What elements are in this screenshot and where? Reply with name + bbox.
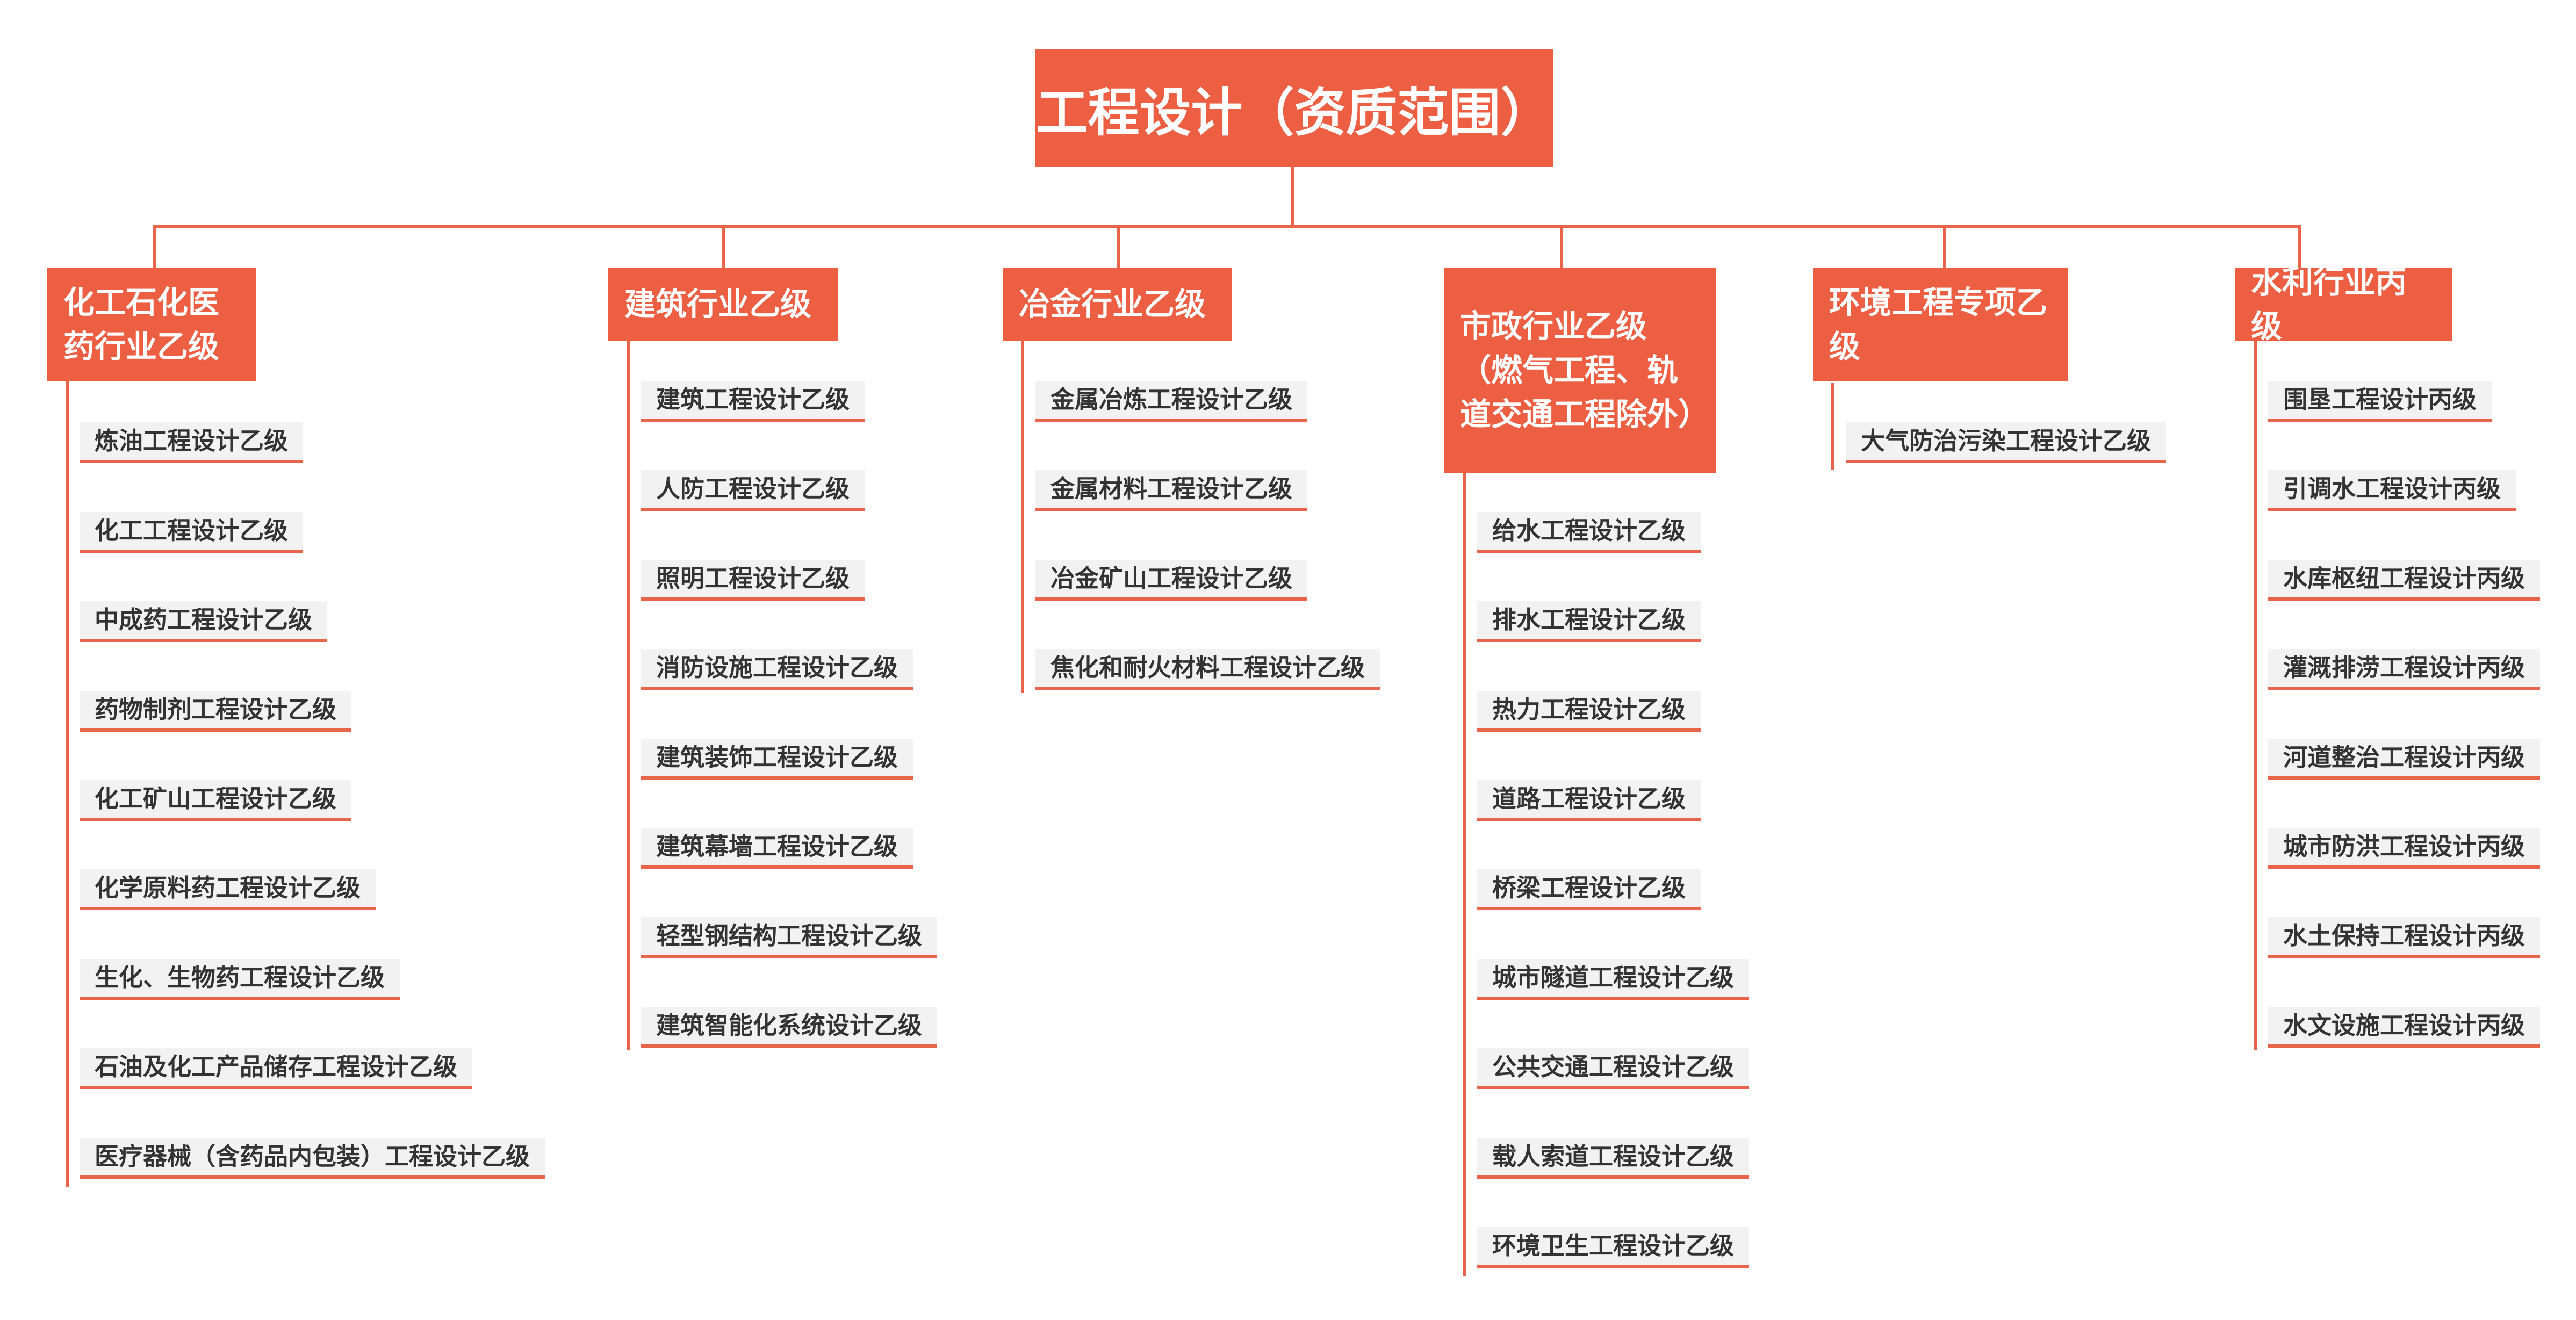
list-item: 化工矿山工程设计乙级 [80,780,352,821]
list-item: 建筑工程设计乙级 [641,381,865,422]
list-item: 照明工程设计乙级 [641,560,865,601]
branch-line-1 [66,381,69,1187]
list-item: 冶金矿山工程设计乙级 [1035,560,1308,601]
category-header-municipal: 市政行业乙级（燃气工程、轨道交通工程除外） [1444,268,1716,473]
list-item: 轻型钢结构工程设计乙级 [641,917,938,958]
category-label: 环境工程专项乙级 [1829,284,2048,365]
list-item: 桥梁工程设计乙级 [1477,869,1701,910]
list-item: 金属材料工程设计乙级 [1035,470,1308,511]
list-item: 消防设施工程设计乙级 [641,649,913,690]
category-header-chemical: 化工石化医药行业乙级 [47,268,256,381]
list-item: 公共交通工程设计乙级 [1477,1048,1750,1089]
category-label: 化工石化医药行业乙级 [63,284,220,365]
list-item: 热力工程设计乙级 [1477,691,1701,732]
horizontal-bus-line [153,225,2301,228]
category-label: 建筑行业乙级 [624,286,812,322]
list-item: 人防工程设计乙级 [641,470,865,511]
category-label: 市政行业乙级（燃气工程、轨道交通工程除外） [1460,308,1710,432]
list-item: 水库枢纽工程设计丙级 [2268,560,2541,601]
cat-stem-line-4 [1560,225,1563,268]
list-item: 医疗器械（含药品内包装）工程设计乙级 [80,1138,545,1179]
list-item: 生化、生物药工程设计乙级 [80,959,400,1000]
root-stem-line [1291,167,1294,226]
category-header-environment: 环境工程专项乙级 [1813,268,2068,381]
list-item: 围垦工程设计丙级 [2268,381,2492,422]
branch-line-3 [1021,341,1024,693]
branch-line-2 [627,341,630,1050]
category-label: 冶金行业乙级 [1019,286,1206,322]
list-item: 排水工程设计乙级 [1477,601,1701,642]
list-item: 河道整治工程设计丙级 [2268,739,2541,780]
cat-stem-line-5 [1943,225,1946,268]
list-item: 石油及化工产品储存工程设计乙级 [80,1048,473,1089]
cat-stem-line-2 [722,225,725,268]
list-item: 化工工程设计乙级 [80,512,304,553]
list-item: 给水工程设计乙级 [1477,512,1701,553]
cat-stem-line-3 [1117,225,1120,268]
root-title: 工程设计（资质范围） [1035,49,1553,167]
list-item: 载人索道工程设计乙级 [1477,1138,1750,1179]
list-item: 城市隧道工程设计乙级 [1477,959,1750,1000]
list-item: 环境卫生工程设计乙级 [1477,1227,1750,1268]
list-item: 焦化和耐火材料工程设计乙级 [1035,649,1380,690]
list-item: 金属冶炼工程设计乙级 [1035,381,1308,422]
list-item: 道路工程设计乙级 [1477,780,1701,821]
list-item: 水文设施工程设计丙级 [2268,1007,2541,1048]
branch-line-6 [2254,341,2257,1050]
list-item: 化学原料药工程设计乙级 [80,869,376,910]
list-item: 药物制剂工程设计乙级 [80,691,352,732]
category-header-metallurgy: 冶金行业乙级 [1003,268,1232,341]
cat-stem-line-6 [2298,225,2301,268]
list-item: 建筑幕墙工程设计乙级 [641,828,913,869]
list-item: 建筑装饰工程设计乙级 [641,739,913,780]
cat-stem-line-1 [153,225,156,268]
list-item: 引调水工程设计丙级 [2268,470,2516,511]
list-item: 灌溉排涝工程设计丙级 [2268,649,2541,690]
list-item: 炼油工程设计乙级 [80,422,304,463]
category-header-building: 建筑行业乙级 [608,268,838,341]
list-item: 中成药工程设计乙级 [80,601,328,642]
branch-line-4 [1463,473,1466,1276]
list-item: 城市防洪工程设计丙级 [2268,828,2541,869]
list-item: 水土保持工程设计丙级 [2268,917,2541,958]
category-label: 水利行业丙级 [2251,264,2407,344]
category-header-water: 水利行业丙级 [2235,264,2452,344]
list-item: 建筑智能化系统设计乙级 [641,1007,938,1048]
list-item: 大气防治污染工程设计乙级 [1846,422,2167,463]
branch-line-5 [1831,383,1834,470]
